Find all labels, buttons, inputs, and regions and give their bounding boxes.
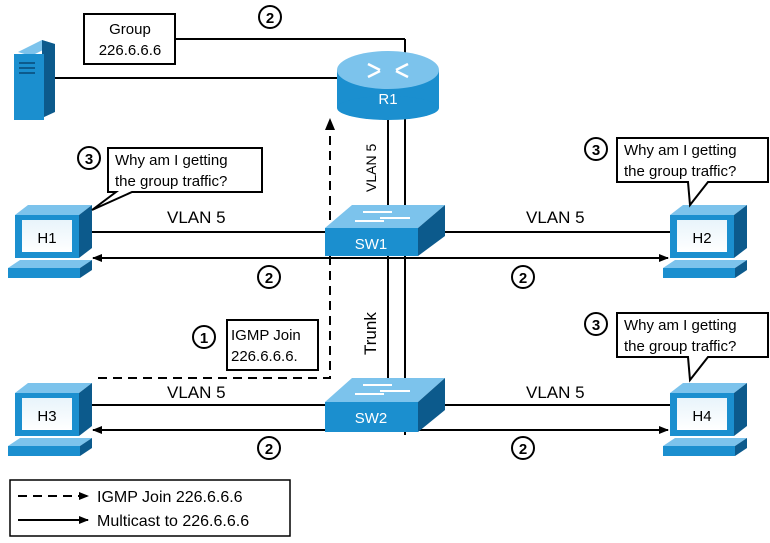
host-h4-icon: H4: [663, 383, 747, 456]
legend-multicast-label: Multicast to 226.6.6.6: [97, 513, 249, 530]
host-h1-icon: H1: [8, 205, 92, 278]
step-badge-3-h1: 3: [77, 146, 101, 170]
svg-text:1: 1: [200, 330, 208, 347]
step-badge-3-h2: 3: [584, 137, 608, 161]
step-badge-2-h3: 2: [257, 436, 281, 460]
switch-sw2-icon: SW2: [325, 378, 445, 432]
callout-h1: [91, 147, 263, 211]
group-line2: 226.6.6.6: [99, 42, 162, 59]
server-icon: [14, 40, 55, 120]
callout-h2-line1: Why am I getting: [624, 142, 737, 159]
callout-h2: [616, 137, 769, 208]
legend: IGMP Join 226.6.6.6 Multicast to 226.6.6…: [9, 479, 291, 537]
step-badge-1: 1: [192, 325, 216, 349]
vlan-label-h2: VLAN 5: [526, 208, 585, 227]
h3-label: H3: [37, 408, 56, 425]
callout-h4: [616, 312, 769, 383]
switch-sw1-icon: SW1: [325, 205, 445, 256]
group-line1: Group: [109, 21, 151, 38]
legend-igmp-label: IGMP Join 226.6.6.6: [97, 489, 243, 506]
svg-text:2: 2: [519, 441, 527, 458]
group-box: [83, 13, 176, 65]
callout-h4-line2: the group traffic?: [624, 338, 736, 355]
vlan-label-r1: VLAN 5: [363, 144, 379, 192]
svg-text:3: 3: [85, 151, 93, 168]
h1-label: H1: [37, 230, 56, 247]
igmp-arrowhead: [325, 118, 335, 130]
step-badge-2-h4: 2: [511, 436, 535, 460]
trunk-label: Trunk: [361, 312, 380, 355]
svg-text:3: 3: [592, 317, 600, 334]
host-h3-icon: H3: [8, 383, 92, 456]
igmp-line2: 226.6.6.6.: [231, 348, 298, 365]
callout-h1-line2: the group traffic?: [115, 173, 227, 190]
svg-text:2: 2: [266, 10, 274, 27]
h4-label: H4: [692, 408, 711, 425]
svg-text:3: 3: [592, 142, 600, 159]
vlan-label-h1: VLAN 5: [167, 208, 226, 227]
vlan-label-h4: VLAN 5: [526, 383, 585, 402]
h2-label: H2: [692, 230, 711, 247]
callout-h2-line2: the group traffic?: [624, 163, 736, 180]
step-badge-2-h1: 2: [257, 265, 281, 289]
host-h2-icon: H2: [663, 205, 747, 278]
router-label: R1: [378, 91, 397, 108]
step-badge-2-h2: 2: [511, 265, 535, 289]
vlan-label-h3: VLAN 5: [167, 383, 226, 402]
legend-box: [9, 479, 291, 537]
step-badge-3-h4: 3: [584, 312, 608, 336]
callout-h4-line1: Why am I getting: [624, 317, 737, 334]
sw1-label: SW1: [355, 236, 388, 253]
step-badge-2-top: 2: [258, 5, 282, 29]
svg-text:2: 2: [519, 270, 527, 287]
svg-text:2: 2: [265, 270, 273, 287]
igmp-line1: IGMP Join: [231, 327, 301, 344]
igmp-join-box: [226, 319, 319, 371]
igmp-join-path: [98, 118, 331, 379]
callout-h1-line1: Why am I getting: [115, 152, 228, 169]
router-icon: R1: [337, 51, 439, 120]
svg-text:2: 2: [265, 441, 273, 458]
sw2-label: SW2: [355, 410, 388, 427]
